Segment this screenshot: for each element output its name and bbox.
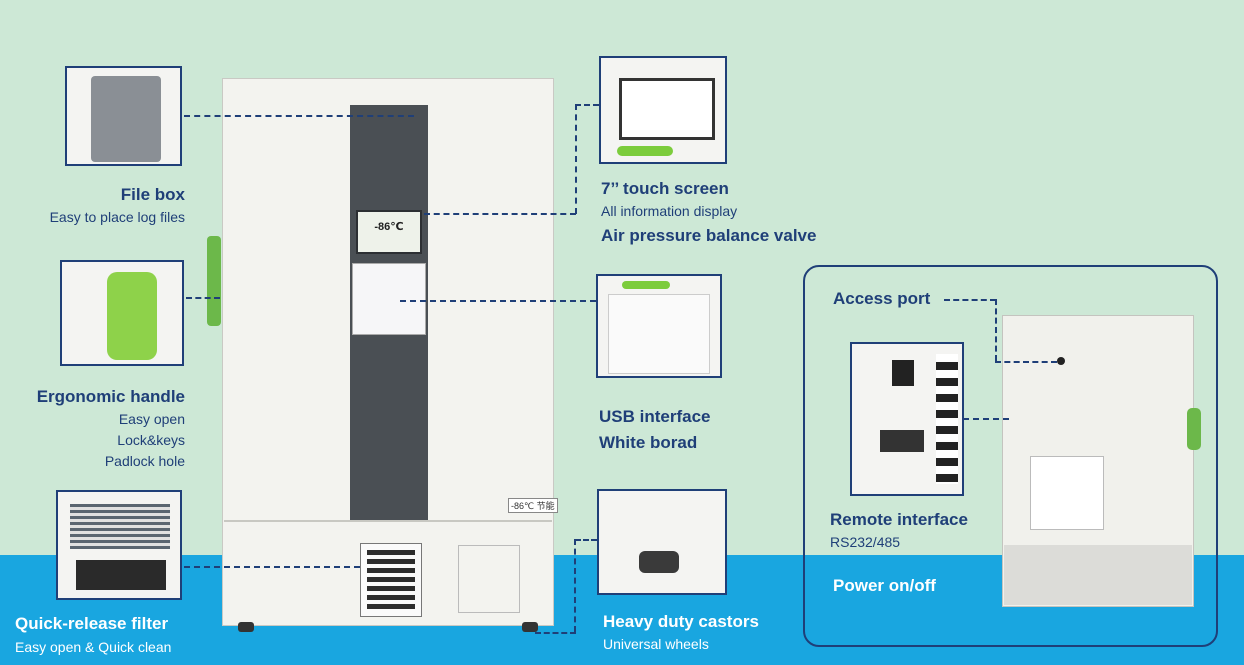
leader-access-end <box>995 361 1057 363</box>
filter-title: Quick-release filter <box>15 614 169 633</box>
remote-interface-desc: RS232/485 <box>830 534 901 550</box>
door-divider <box>224 520 552 522</box>
filter-vent <box>360 543 422 617</box>
lower-panel <box>458 545 520 613</box>
leader-screen-v <box>575 104 577 214</box>
castor-right <box>522 622 538 632</box>
white-board-thumbnail <box>596 274 722 378</box>
touch-screen-title: 7’’ touch screen <box>601 179 729 198</box>
remote-interface-title: Remote interface <box>830 510 968 529</box>
file-box-thumbnail <box>65 66 182 166</box>
handle-desc-2: Lock&keys <box>117 432 185 448</box>
access-port-title: Access port <box>833 289 931 308</box>
castors-thumbnail <box>597 489 727 595</box>
castor-left <box>238 622 254 632</box>
leader-castors-top <box>575 539 597 541</box>
leader-access-v <box>995 299 997 361</box>
leader-white-board <box>400 300 596 302</box>
castors-desc: Universal wheels <box>603 636 709 652</box>
castors-title: Heavy duty castors <box>603 612 759 631</box>
handle-thumbnail <box>60 260 184 366</box>
filter-desc: Easy open & Quick clean <box>15 639 172 655</box>
touch-screen-thumbnail <box>599 56 727 164</box>
handle-desc-1: Easy open <box>118 411 185 427</box>
leader-screen-h <box>424 213 576 215</box>
side-panel <box>1030 456 1104 530</box>
white-board-title: White borad <box>599 433 698 452</box>
leader-screen-top <box>575 104 599 106</box>
white-board <box>352 263 426 335</box>
leader-filter <box>184 566 360 568</box>
access-port-hole <box>1057 357 1065 365</box>
temperature-readout: -86℃ <box>374 221 404 233</box>
rear-view-panel <box>803 265 1218 647</box>
freezer-handle <box>207 236 221 326</box>
leader-access-h <box>944 299 996 301</box>
power-title: Power on/off <box>833 576 936 595</box>
air-valve-title: Air pressure balance valve <box>601 226 817 245</box>
freezer-screen: -86℃ <box>356 210 422 254</box>
ergonomic-handle-title: Ergonomic handle <box>36 387 185 406</box>
leader-handle <box>186 297 220 299</box>
file-box-title: File box <box>120 185 185 204</box>
leader-file-box <box>184 115 414 117</box>
leader-castors-bottom <box>535 632 576 634</box>
file-box-desc: Easy to place log files <box>49 209 185 225</box>
leader-castors-v <box>574 539 576 632</box>
side-grille <box>1004 545 1192 605</box>
touch-screen-desc: All information display <box>601 203 738 219</box>
model-badge: -86℃ 节能 <box>508 498 558 513</box>
leader-remote <box>963 418 1009 420</box>
side-handle <box>1187 408 1201 450</box>
handle-desc-3: Padlock hole <box>104 453 185 469</box>
filter-thumbnail <box>56 490 182 600</box>
usb-title: USB interface <box>599 407 711 426</box>
remote-interface-thumbnail <box>850 342 964 496</box>
